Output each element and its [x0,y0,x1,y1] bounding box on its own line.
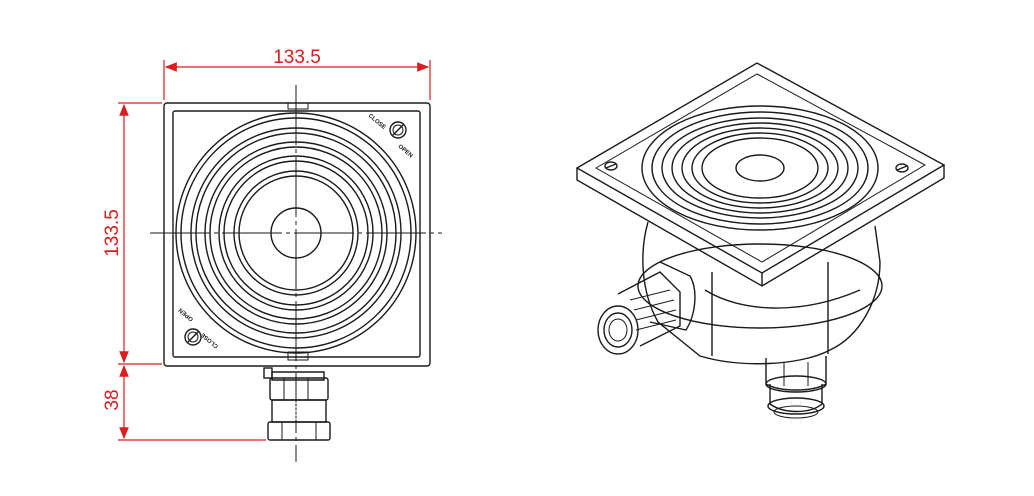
iso-body [642,221,881,365]
width-dimension-label: 133.5 [273,47,321,68]
close-label-top: CLOSE [367,113,387,131]
front-connector [263,367,331,441]
top-tab [287,102,309,110]
iso-left-knob-icon [604,161,618,171]
top-right-knob-icon: CLOSE OPEN [367,113,414,159]
front-view: CLOSE OPEN CLOSE OPEN [150,85,442,462]
open-label-top: OPEN [397,144,414,160]
iso-plate-top [575,62,946,274]
height-dimension-label: 133.5 [102,209,123,257]
connector-dimension-label: 38 [102,389,123,410]
iso-bottom-connector [765,356,827,419]
isometric-view [575,62,946,419]
close-label-bottom: CLOSE [200,331,220,349]
bottom-tab [287,351,309,361]
iso-right-knob-icon [895,163,909,173]
iso-cable-gland [597,261,696,355]
iso-rings [641,105,879,231]
dimension-lines: 133.5 133.5 38 [102,47,431,441]
open-label-bottom: OPEN [178,306,195,322]
